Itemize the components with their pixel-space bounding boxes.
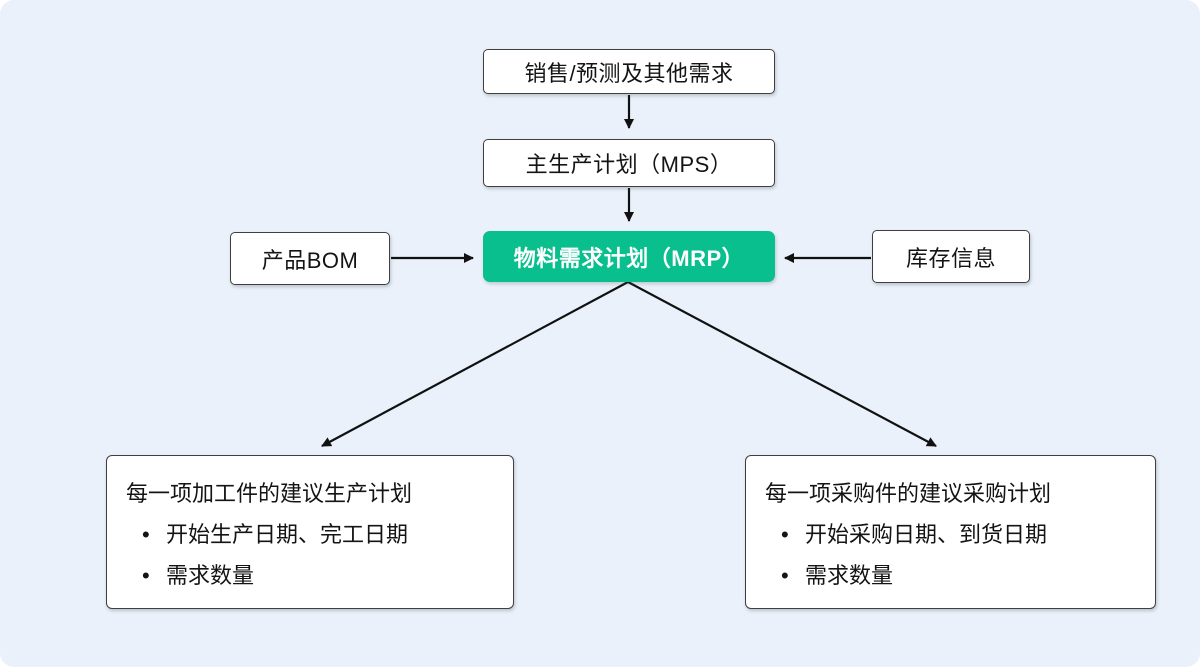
- production-plan-title: 每一项加工件的建议生产计划: [126, 481, 413, 506]
- node-inventory-info: 库存信息: [872, 230, 1030, 283]
- node-product-bom: 产品BOM: [230, 232, 390, 285]
- node-mps-label: 主生产计划（MPS）: [525, 152, 733, 177]
- node-inventory-label: 库存信息: [905, 245, 996, 271]
- purchase-bullet-quantity-text: 需求数量: [805, 563, 894, 588]
- bullet-icon: •: [781, 563, 789, 588]
- purchase-bullet-dates: • 开始采购日期、到货日期: [765, 514, 1137, 555]
- bullet-icon: •: [142, 563, 150, 588]
- production-bullet-dates-text: 开始生产日期、完工日期: [166, 522, 409, 547]
- node-suggested-purchase-plan: 每一项采购件的建议采购计划 • 开始采购日期、到货日期 • 需求数量: [745, 455, 1156, 609]
- bullet-icon: •: [781, 522, 789, 547]
- node-sales-forecast-demand: 销售/预测及其他需求: [483, 49, 775, 94]
- bullet-icon: •: [142, 522, 150, 547]
- production-bullet-dates: • 开始生产日期、完工日期: [126, 514, 495, 555]
- production-bullet-quantity: • 需求数量: [126, 555, 495, 596]
- arrow-mrp-to-purchase: [627, 281, 937, 447]
- purchase-bullet-dates-text: 开始采购日期、到货日期: [805, 522, 1048, 547]
- node-sales-label: 销售/预测及其他需求: [524, 60, 734, 86]
- node-bom-label: 产品BOM: [261, 247, 359, 273]
- node-mrp-label: 物料需求计划（MRP）: [513, 245, 745, 271]
- purchase-bullet-quantity: • 需求数量: [765, 555, 1137, 596]
- node-master-production-schedule: 主生产计划（MPS）: [483, 139, 775, 187]
- node-suggested-production-plan: 每一项加工件的建议生产计划 • 开始生产日期、完工日期 • 需求数量: [106, 455, 514, 609]
- purchase-plan-title: 每一项采购件的建议采购计划: [765, 481, 1052, 506]
- arrow-mrp-to-production: [321, 281, 629, 447]
- production-bullet-quantity-text: 需求数量: [166, 563, 255, 588]
- node-material-requirements-planning: 物料需求计划（MRP）: [483, 231, 775, 282]
